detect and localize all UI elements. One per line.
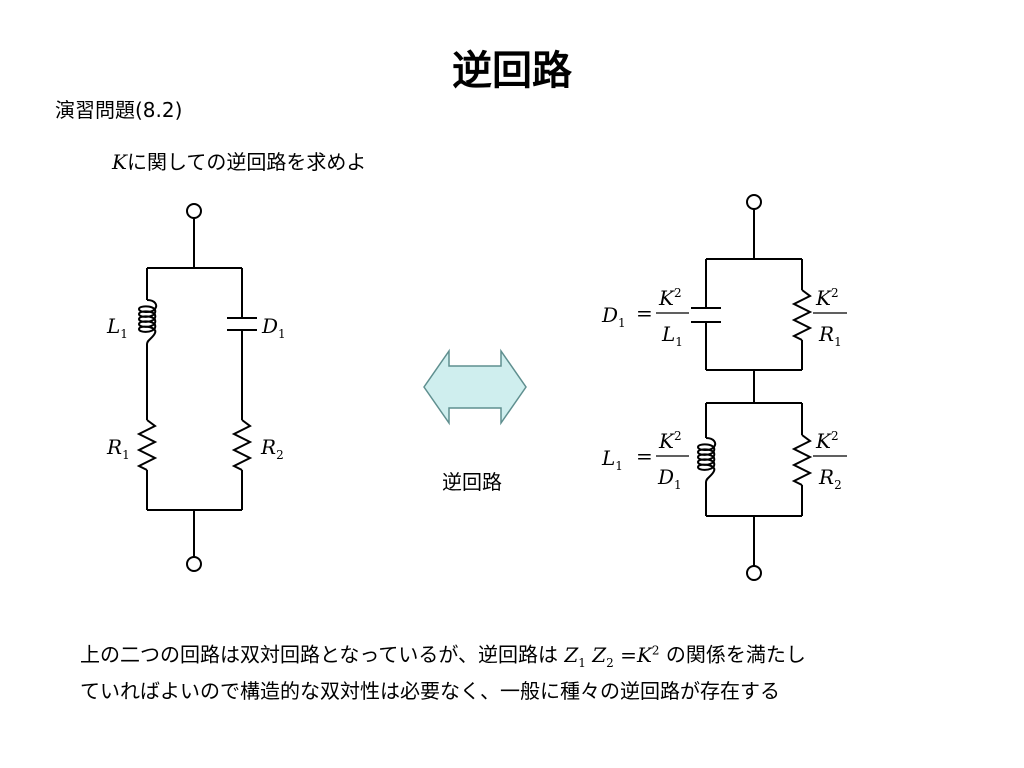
svg-text:K2: K2 <box>815 429 839 453</box>
problem-text: に関しての逆回路を求めよ <box>126 150 367 174</box>
label-r1: R1 <box>106 435 130 462</box>
right-circuit <box>691 194 813 581</box>
right-capacitor <box>691 307 721 323</box>
right-resistor-top <box>791 289 813 341</box>
svg-text:=: = <box>636 301 653 325</box>
resistor-top-label: K2 R1 <box>813 286 847 349</box>
svg-text:D1: D1 <box>657 465 682 492</box>
footer-line-1: 上の二つの回路は双対回路となっているが、逆回路は Z1 Z2 =K2 の関係を満… <box>80 642 806 670</box>
svg-text:L1: L1 <box>661 322 683 349</box>
exercise-label: 演習問題(8.2) <box>55 98 183 122</box>
problem-variable: K <box>112 150 127 174</box>
left-resistor-r1 <box>136 419 158 471</box>
equation-bottom: L1 = K2 D1 <box>601 429 689 492</box>
page-title: 逆回路 <box>452 48 572 94</box>
equation-top: D1 = K2 L1 <box>601 286 689 349</box>
label-l1: L1 <box>106 314 128 341</box>
label-d1: D1 <box>261 314 286 341</box>
right-bottom-terminal <box>746 565 762 581</box>
right-inductor <box>696 437 717 483</box>
svg-text:K2: K2 <box>658 286 682 310</box>
left-circuit <box>136 203 257 572</box>
right-resistor-bottom <box>791 434 813 486</box>
svg-text:K2: K2 <box>658 429 682 453</box>
left-inductor-l1 <box>137 299 158 345</box>
double-arrow-icon <box>423 348 527 426</box>
svg-text:L1: L1 <box>601 446 623 473</box>
left-capacitor-d1 <box>227 317 257 331</box>
svg-text:=: = <box>636 444 653 468</box>
footer-line-2: ていればよいので構造的な双対性は必要なく、一般に種々の逆回路が存在する <box>80 678 780 703</box>
left-top-terminal <box>186 203 202 219</box>
arrow-caption: 逆回路 <box>442 470 502 494</box>
svg-text:R2: R2 <box>818 465 842 492</box>
problem-statement: Kに関しての逆回路を求めよ <box>112 146 366 175</box>
label-r2: R2 <box>260 435 284 462</box>
right-top-terminal <box>746 194 762 210</box>
svg-text:D1: D1 <box>601 303 626 330</box>
resistor-bottom-label: K2 R2 <box>813 429 847 492</box>
footer-note: 上の二つの回路は双対回路となっているが、逆回路は Z1 Z2 =K2 の関係を満… <box>80 636 960 705</box>
left-bottom-terminal <box>186 556 202 572</box>
svg-text:K2: K2 <box>815 286 839 310</box>
left-resistor-r2 <box>231 419 253 471</box>
svg-text:R1: R1 <box>818 322 842 349</box>
